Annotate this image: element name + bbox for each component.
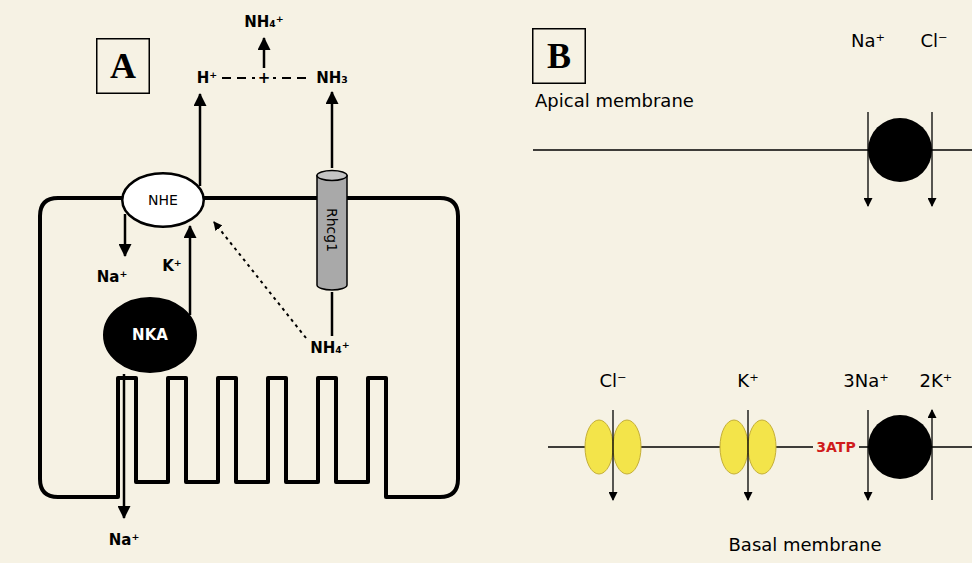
ion-label: H⁺: [197, 69, 217, 87]
k-arrow: [747, 410, 748, 500]
ion-label: NH₃: [316, 69, 348, 87]
node-text: NKA: [132, 326, 168, 344]
ellipse-outline: [104, 298, 196, 372]
cell-outline: [40, 198, 458, 497]
panel-letter-box: A: [96, 38, 150, 94]
cotransporter-symbol: [868, 118, 932, 182]
channel-symbol: [613, 420, 641, 474]
ion-label: 3Na⁺: [843, 370, 888, 391]
ion-label: Basal membrane: [729, 534, 882, 555]
box-border: [97, 39, 150, 94]
ion-label: Cl⁻: [920, 30, 947, 51]
cl-arrow: [612, 410, 613, 500]
channel-symbol: [720, 420, 748, 474]
na-arrow: [867, 410, 868, 500]
ion-label: 3ATP: [813, 439, 858, 455]
na-out-arrow: [123, 374, 126, 518]
ion-label: NH₄⁺: [310, 339, 350, 357]
panel-letter-box: B: [532, 28, 586, 84]
channel-symbol: [748, 420, 776, 474]
ion-label: Cl⁻: [599, 370, 626, 391]
cylinder-top: [317, 171, 347, 181]
pump-ellipse: NKA: [103, 297, 197, 373]
ion-label: Na⁺: [851, 30, 885, 51]
node-text: A: [110, 45, 136, 87]
ion-label: K⁺: [737, 370, 758, 391]
ion-label: Apical membrane: [535, 90, 694, 111]
ion-label: K⁺: [162, 257, 182, 275]
cl-arrow: [931, 112, 932, 206]
na-arrow: [867, 112, 868, 206]
k-arrow: [189, 226, 192, 315]
box-border: [533, 29, 586, 84]
ion-label: Na⁺: [109, 531, 140, 549]
node-text: NHE: [148, 192, 178, 208]
channel-cylinder: Rhcg1: [316, 170, 348, 290]
k-arrow: [931, 410, 932, 500]
ion-label: Na⁺: [97, 268, 128, 286]
ion-label: 2K⁺: [920, 370, 953, 391]
ammonium-line: [331, 292, 334, 336]
proton-arrow: [199, 94, 202, 186]
ammonia-arrow: [331, 92, 334, 168]
ellipse-outline: [122, 173, 204, 227]
ion-label: +: [255, 69, 274, 87]
transporter-ellipse: NHE: [121, 172, 205, 228]
ion-label: NH₄⁺: [244, 13, 284, 31]
cylinder-body: [317, 175, 347, 290]
node-text: B: [547, 35, 571, 77]
na-arrow: [124, 214, 127, 256]
channel-symbol: [585, 420, 613, 474]
pump-symbol: [868, 415, 932, 479]
ammonium-arrow: [263, 38, 266, 68]
node-text: Rhcg1: [324, 208, 340, 252]
dotted-arrow: [214, 222, 306, 338]
